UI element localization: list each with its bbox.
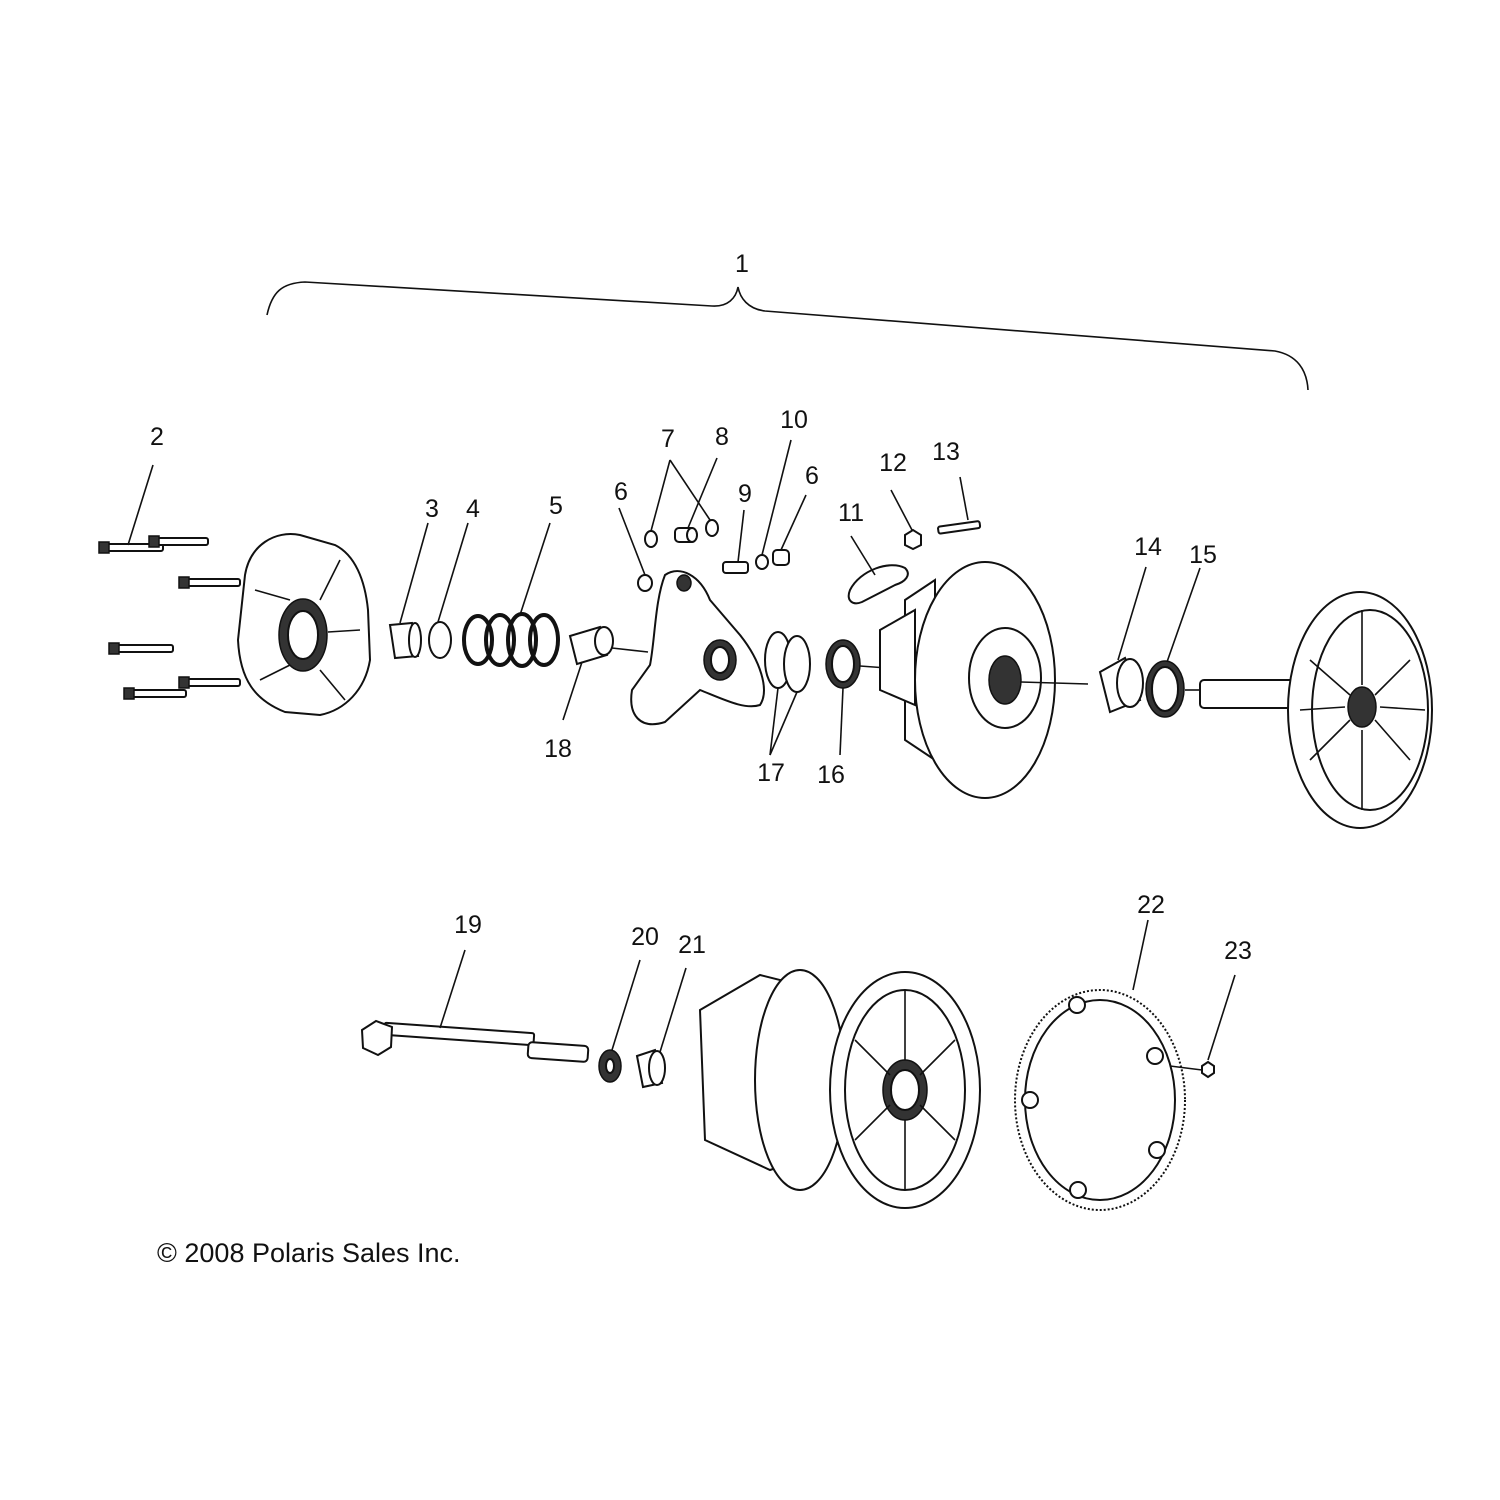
callout-15: 15 — [1189, 541, 1217, 569]
assembly-bracket — [266, 281, 1309, 391]
bolt-23 — [1201, 1060, 1215, 1079]
ring-4 — [428, 621, 452, 659]
washer-7a — [644, 530, 658, 548]
bushing-6b — [772, 549, 790, 566]
copyright-notice: © 2008 Polaris Sales Inc. — [157, 1238, 461, 1268]
callout-2: 2 — [150, 423, 164, 451]
roller-8 — [674, 527, 698, 543]
spider-hub — [630, 570, 765, 726]
washer-10 — [755, 554, 769, 570]
button-18 — [568, 625, 614, 666]
callout-17: 17 — [757, 759, 785, 787]
callout-23: 23 — [1224, 937, 1252, 965]
callout-16: 16 — [817, 761, 845, 789]
callout-21: 21 — [678, 931, 706, 959]
washer-6a — [637, 574, 653, 592]
callout-6a: 6 — [614, 478, 628, 506]
washer-7b — [705, 519, 719, 537]
callout-18: 18 — [544, 735, 572, 763]
bushing-21 — [635, 1048, 666, 1089]
washer-17b — [783, 635, 811, 693]
flyweight-11 — [847, 564, 909, 605]
callout-20: 20 — [631, 923, 659, 951]
bushing-3 — [388, 621, 422, 660]
callout-6b: 6 — [805, 462, 819, 490]
callout-11: 11 — [838, 499, 864, 527]
callout-8: 8 — [715, 423, 729, 451]
leader-lines — [127, 439, 1236, 1061]
ring-15 — [1145, 660, 1185, 718]
spider-cover — [236, 533, 372, 717]
washer-20 — [598, 1049, 622, 1083]
spring-5 — [462, 612, 560, 668]
bolt-13 — [937, 520, 982, 535]
fixed-sheave — [1199, 591, 1433, 829]
bushing-14 — [1098, 656, 1144, 714]
nut-12 — [904, 528, 922, 551]
callout-labels: 1 2 3 4 5 6 7 8 9 10 6 11 12 13 14 15 16… — [150, 250, 1252, 965]
callout-19: 19 — [454, 911, 482, 939]
ring-gear-22 — [1014, 989, 1186, 1211]
callout-12: 12 — [879, 449, 907, 477]
moveable-sheave — [879, 561, 1056, 799]
callout-9: 9 — [738, 480, 752, 508]
bolt-group-2 — [98, 535, 241, 700]
callout-14: 14 — [1134, 533, 1162, 561]
callout-13: 13 — [932, 438, 960, 466]
callout-4: 4 — [466, 495, 480, 523]
pin-9 — [722, 561, 749, 574]
callout-1: 1 — [735, 250, 749, 278]
callout-22: 22 — [1137, 891, 1165, 919]
callout-7: 7 — [661, 425, 675, 453]
callout-10: 10 — [780, 406, 808, 434]
callout-5: 5 — [549, 492, 563, 520]
callout-3: 3 — [425, 495, 439, 523]
bolt-19 — [360, 1019, 590, 1063]
assembled-clutch — [698, 969, 981, 1209]
seal-16 — [825, 639, 861, 689]
